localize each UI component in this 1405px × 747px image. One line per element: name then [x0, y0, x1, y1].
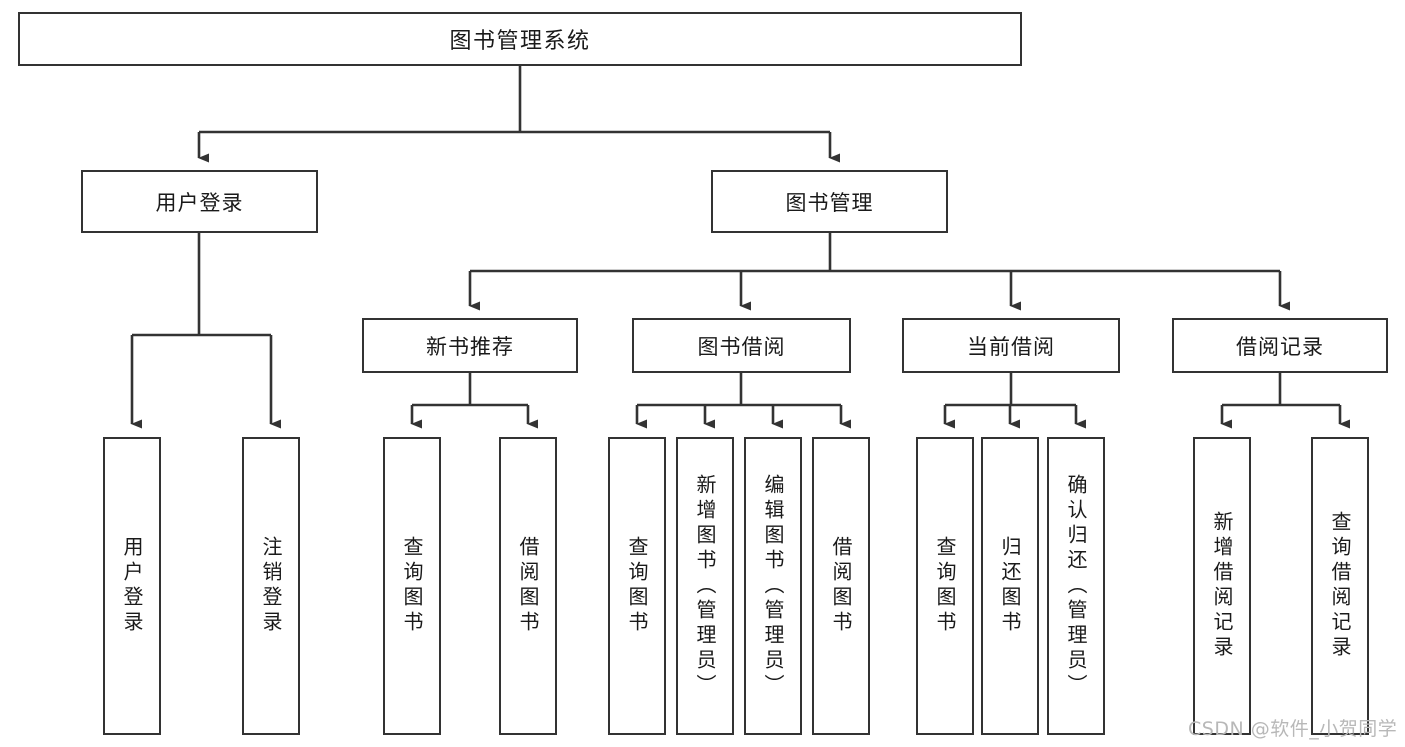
node-book-borrow[interactable]: 图书借阅: [632, 318, 851, 373]
leaf-book-borrow-edit-book-admin[interactable]: 编辑图书（管理员）: [744, 437, 802, 735]
node-label: 当前借阅: [967, 334, 1055, 359]
node-current-borrow[interactable]: 当前借阅: [902, 318, 1120, 373]
node-label: 新增图书（管理员）: [693, 473, 717, 699]
leaf-new-book-query-book[interactable]: 查询图书: [383, 437, 441, 735]
node-label: 归还图书: [998, 536, 1022, 636]
node-user-login[interactable]: 用户登录: [81, 170, 318, 233]
node-label: 借阅图书: [516, 536, 540, 636]
node-label: 用户登录: [155, 190, 244, 215]
csdn-watermark: CSDN @软件_小贺同学: [1188, 718, 1398, 740]
leaf-borrow-record-query-record[interactable]: 查询借阅记录: [1311, 437, 1369, 735]
node-label: 查询图书: [400, 536, 424, 636]
node-label: 编辑图书（管理员）: [761, 473, 785, 699]
leaf-current-borrow-return-book[interactable]: 归还图书: [981, 437, 1039, 735]
leaf-current-borrow-query-book[interactable]: 查询图书: [916, 437, 974, 735]
node-root-book-management-system[interactable]: 图书管理系统: [18, 12, 1022, 66]
leaf-user-login-login[interactable]: 用户登录: [103, 437, 161, 735]
node-label: 新书推荐: [426, 334, 514, 359]
leaf-book-borrow-borrow-book[interactable]: 借阅图书: [812, 437, 870, 735]
leaf-new-book-borrow-book[interactable]: 借阅图书: [499, 437, 557, 735]
node-label: 查询借阅记录: [1328, 511, 1352, 661]
leaf-book-borrow-add-book-admin[interactable]: 新增图书（管理员）: [676, 437, 734, 735]
node-label: 图书管理系统: [449, 29, 591, 54]
node-label: 借阅图书: [829, 536, 853, 636]
leaf-user-login-logout[interactable]: 注销登录: [242, 437, 300, 735]
node-label: 用户登录: [120, 536, 144, 636]
node-label: 查询图书: [625, 536, 649, 636]
leaf-book-borrow-query-book[interactable]: 查询图书: [608, 437, 666, 735]
node-label: 查询图书: [933, 536, 957, 636]
node-label: 借阅记录: [1236, 334, 1324, 359]
node-book-management[interactable]: 图书管理: [711, 170, 948, 233]
node-label: 图书管理: [785, 190, 874, 215]
node-label: 新增借阅记录: [1210, 511, 1234, 661]
node-borrow-record[interactable]: 借阅记录: [1172, 318, 1388, 373]
node-label: 确认归还（管理员）: [1064, 473, 1088, 699]
leaf-borrow-record-add-record[interactable]: 新增借阅记录: [1193, 437, 1251, 735]
leaf-current-borrow-confirm-return-admin[interactable]: 确认归还（管理员）: [1047, 437, 1105, 735]
node-label: 注销登录: [259, 536, 283, 636]
node-new-book-recommend[interactable]: 新书推荐: [362, 318, 578, 373]
node-label: 图书借阅: [697, 334, 786, 359]
